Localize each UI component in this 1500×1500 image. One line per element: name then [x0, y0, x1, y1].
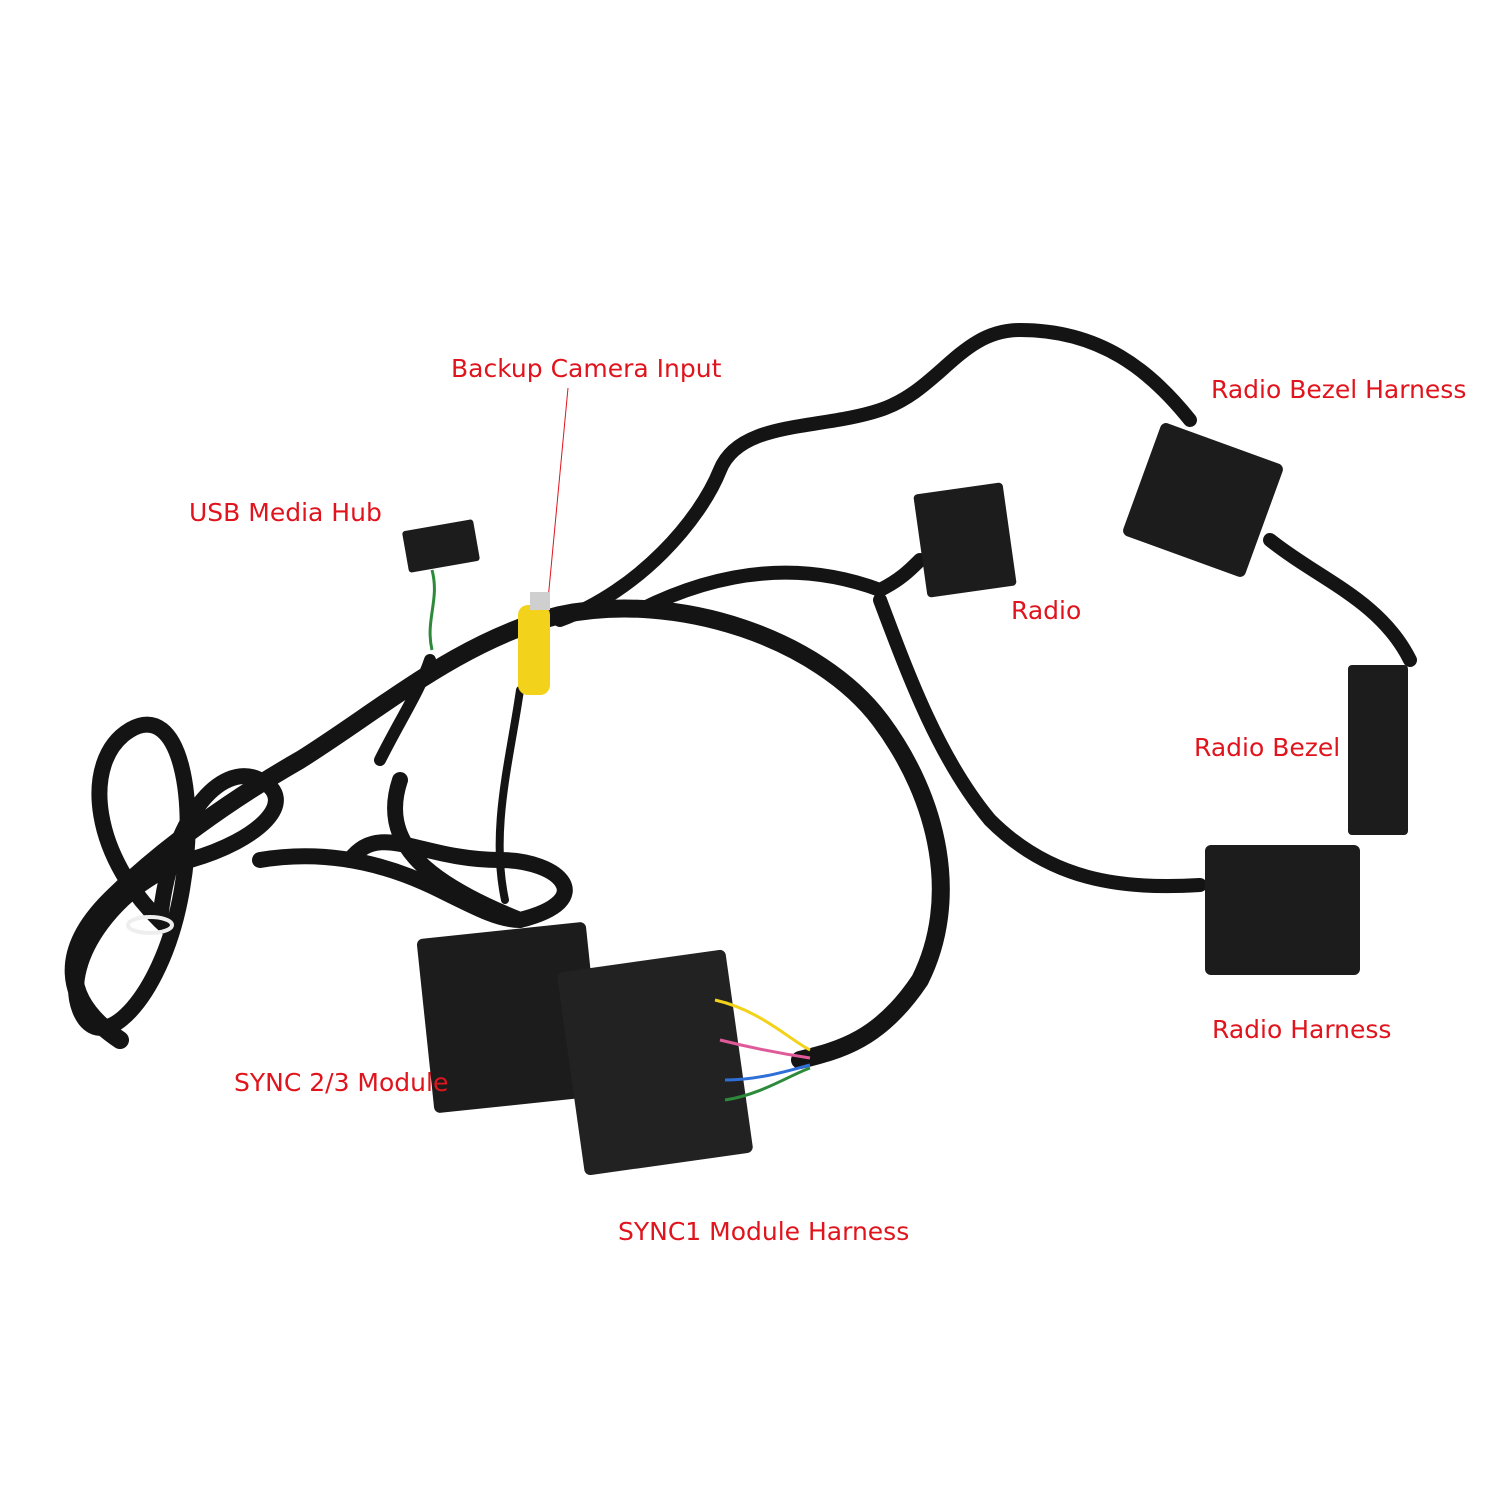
label-radio-bezel-harness: Radio Bezel Harness	[1211, 375, 1467, 404]
sync1-wires	[714, 998, 811, 1102]
label-sync-2-3-module: SYNC 2/3 Module	[234, 1068, 449, 1097]
usb-wires	[428, 569, 436, 651]
cable-radio-branch	[633, 553, 927, 617]
cable-bezel-branch	[1263, 533, 1417, 667]
label-radio: Radio	[1011, 596, 1082, 625]
cable-loop-lower	[252, 848, 528, 928]
label-sync1-module-harness: SYNC1 Module Harness	[618, 1217, 910, 1246]
radio-bezel-connector	[1348, 665, 1408, 835]
label-backup-camera-input: Backup Camera Input	[451, 354, 722, 383]
label-usb-media-hub: USB Media Hub	[189, 498, 382, 527]
camera-pointer-line	[547, 387, 569, 601]
sync1-connector	[557, 949, 753, 1176]
sync23-connector	[416, 922, 604, 1113]
cable-coil	[68, 716, 284, 1036]
cable-tie	[126, 915, 174, 935]
label-radio-bezel: Radio Bezel	[1194, 733, 1341, 762]
cable-rca	[495, 686, 524, 904]
radio-bezel-harness-connector	[1123, 423, 1283, 577]
radio-harness-connector	[1205, 845, 1360, 975]
label-radio-harness: Radio Harness	[1212, 1015, 1392, 1044]
rca-connector	[518, 605, 550, 695]
radio-connector	[913, 482, 1017, 598]
cable-sync	[342, 772, 573, 928]
usb-connector	[402, 519, 480, 573]
cable-top-branch	[553, 323, 1197, 627]
cable-usb	[374, 654, 436, 766]
rca-tip	[530, 592, 550, 610]
cable-radio-harness-branch	[873, 593, 1207, 894]
